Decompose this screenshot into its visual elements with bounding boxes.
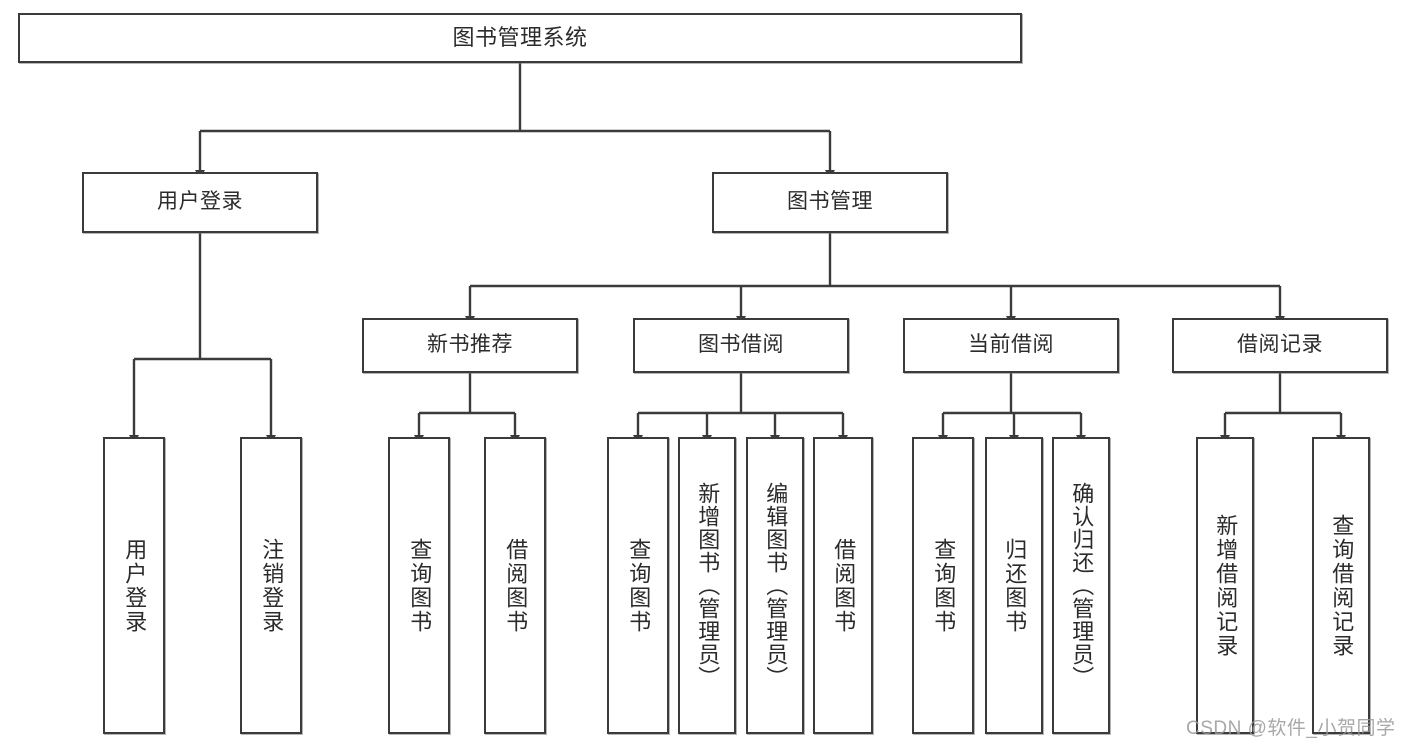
node-label-leaf-user-login: 用户登录	[122, 537, 148, 634]
node-leaf-add-borrow-record[interactable]: 新增借阅记录	[1196, 437, 1254, 734]
node-label-borrow-record: 借阅记录	[1237, 333, 1323, 357]
node-label-leaf-borrow-book-2: 借阅图书	[831, 537, 857, 634]
node-root[interactable]: 图书管理系统	[18, 13, 1022, 63]
csdn-watermark: CSDN @软件_小贺同学	[1186, 718, 1396, 739]
node-label-book-management: 图书管理	[787, 190, 873, 214]
node-label-leaf-user-logout: 注销登录	[259, 537, 285, 634]
node-user-login[interactable]: 用户登录	[82, 172, 318, 233]
node-label-book-borrow: 图书借阅	[698, 333, 784, 357]
node-leaf-user-login[interactable]: 用户登录	[103, 437, 165, 734]
node-label-leaf-return-book: 归还图书	[1002, 537, 1028, 634]
node-label-leaf-query-borrow-record: 查询借阅记录	[1329, 513, 1355, 658]
node-label-new-book-recommend: 新书推荐	[427, 333, 513, 357]
node-label-leaf-edit-book: 编辑图书（管理员）	[763, 482, 789, 689]
node-leaf-query-book-3[interactable]: 查询图书	[912, 437, 974, 734]
node-leaf-user-logout[interactable]: 注销登录	[240, 437, 302, 734]
node-leaf-add-book[interactable]: 新增图书（管理员）	[678, 437, 736, 734]
node-leaf-query-borrow-record[interactable]: 查询借阅记录	[1312, 437, 1370, 734]
node-book-management[interactable]: 图书管理	[712, 172, 948, 233]
node-leaf-return-book[interactable]: 归还图书	[985, 437, 1043, 734]
node-label-root: 图书管理系统	[452, 25, 588, 51]
node-leaf-query-book-2[interactable]: 查询图书	[607, 437, 669, 734]
node-label-leaf-borrow-book-1: 借阅图书	[503, 537, 529, 634]
node-leaf-edit-book[interactable]: 编辑图书（管理员）	[746, 437, 804, 734]
node-new-book-recommend[interactable]: 新书推荐	[362, 318, 578, 373]
node-leaf-borrow-book-2[interactable]: 借阅图书	[813, 437, 873, 734]
node-current-borrow[interactable]: 当前借阅	[903, 318, 1119, 373]
node-book-borrow[interactable]: 图书借阅	[633, 318, 849, 373]
node-label-leaf-query-book-2: 查询图书	[626, 537, 652, 634]
node-label-leaf-query-book-1: 查询图书	[407, 537, 433, 634]
node-label-current-borrow: 当前借阅	[968, 333, 1054, 357]
node-label-leaf-confirm-return: 确认归还（管理员）	[1069, 482, 1095, 689]
node-label-user-login: 用户登录	[157, 190, 243, 214]
node-label-leaf-query-book-3: 查询图书	[931, 537, 957, 634]
node-leaf-confirm-return[interactable]: 确认归还（管理员）	[1052, 437, 1110, 734]
node-leaf-query-book-1[interactable]: 查询图书	[388, 437, 450, 734]
node-borrow-record[interactable]: 借阅记录	[1172, 318, 1388, 373]
node-label-leaf-add-book: 新增图书（管理员）	[695, 482, 721, 689]
node-label-leaf-add-borrow-record: 新增借阅记录	[1213, 513, 1239, 658]
node-leaf-borrow-book-1[interactable]: 借阅图书	[484, 437, 546, 734]
